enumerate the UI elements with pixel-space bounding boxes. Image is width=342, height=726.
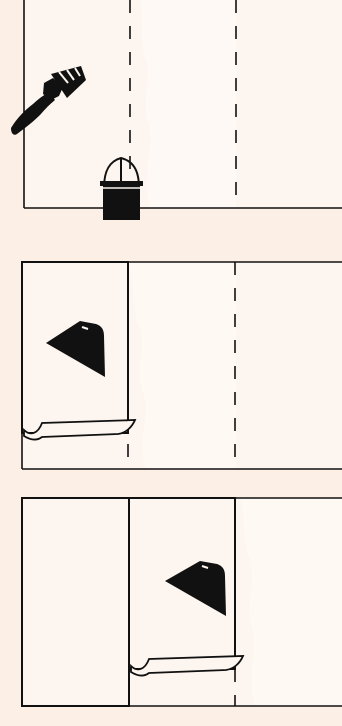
paste-area-1 <box>140 0 236 208</box>
paste-area-3 <box>240 498 342 706</box>
step-3-panel <box>22 498 342 706</box>
step-2-panel <box>22 262 342 469</box>
paste-area-2 <box>128 262 236 469</box>
hung-strip-3 <box>22 498 129 706</box>
step-1-panel <box>11 0 342 220</box>
